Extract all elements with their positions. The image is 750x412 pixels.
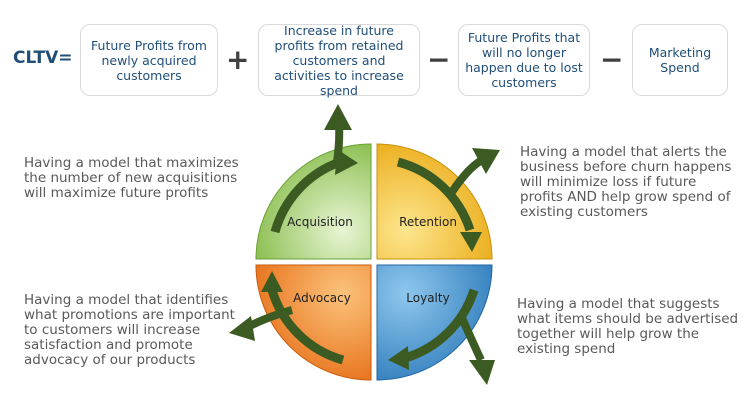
acquisition-out-arrowhead bbox=[324, 104, 352, 130]
minus-operator-2: − bbox=[600, 43, 624, 76]
loyalty-out-arrow bbox=[458, 316, 485, 362]
acquisition-cycle-arrow bbox=[270, 157, 342, 234]
cltv-label: CLTV= bbox=[13, 48, 73, 68]
loyalty-cycle-arrow bbox=[403, 288, 479, 363]
loyalty-label: Loyalty bbox=[406, 291, 449, 305]
advocacy-cycle-arrowhead bbox=[261, 271, 283, 292]
term-marketing-spend: Marketing Spend bbox=[632, 24, 728, 96]
retention-cycle-arrowhead bbox=[460, 232, 482, 252]
advocacy-label: Advocacy bbox=[293, 291, 351, 305]
acquisition-quadrant bbox=[255, 143, 372, 260]
minus-operator-1: − bbox=[427, 43, 451, 76]
acquisition-description: Having a model that maximizes the number… bbox=[24, 155, 239, 201]
advocacy-cycle-arrow bbox=[267, 288, 345, 365]
loyalty-out-arrowhead bbox=[469, 360, 495, 385]
advocacy-out-arrowhead bbox=[229, 316, 255, 341]
advocacy-quadrant bbox=[255, 264, 372, 381]
advocacy-description: Having a model that identifies what prom… bbox=[24, 292, 235, 368]
term-retained-customer-profits: Increase in future profits from retained… bbox=[258, 23, 420, 98]
loyalty-cycle-arrowhead bbox=[388, 346, 409, 370]
term-new-customer-profits: Future Profits from newly acquired custo… bbox=[80, 24, 218, 96]
loyalty-description: Having a model that suggests what items … bbox=[517, 296, 739, 357]
retention-out-arrowhead bbox=[472, 148, 500, 174]
retention-label: Retention bbox=[399, 215, 457, 229]
term-lost-customer-profits: Future Profits that will no longer happe… bbox=[458, 24, 590, 96]
acquisition-label: Acquisition bbox=[287, 215, 353, 229]
plus-operator: + bbox=[226, 43, 250, 76]
retention-description: Having a model that alerts the business … bbox=[520, 144, 732, 220]
acquisition-out-arrow bbox=[333, 124, 344, 163]
retention-cycle-arrow bbox=[396, 157, 475, 232]
